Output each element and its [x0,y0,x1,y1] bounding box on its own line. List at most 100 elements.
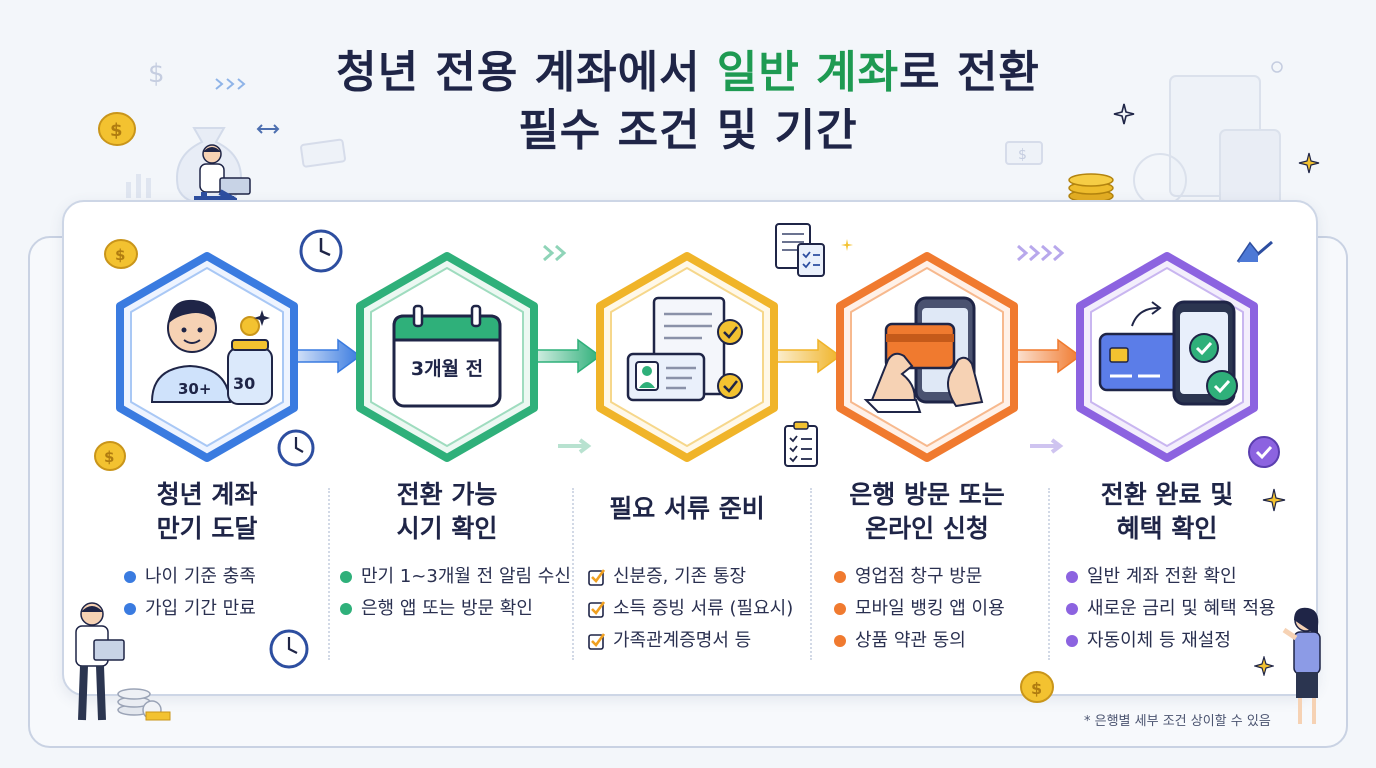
dollar-sign-icon: $ [148,59,165,88]
sparkle-icon [1113,103,1135,125]
bullet-dot [1066,571,1078,583]
bullet-text: 가입 기간 만료 [145,598,256,619]
swap-arrows-icon [256,124,280,134]
list-item: 일반 계좌 전환 확인 [1066,561,1276,593]
step-title-line: 온라인 신청 [865,514,989,543]
phone-and-card-icon [836,252,1018,462]
title-text: 청년 전용 계좌에서 [336,47,717,98]
svg-text:$: $ [148,59,165,88]
chevrons-icon [1017,244,1065,262]
step-title-line: 청년 계좌 [156,480,258,509]
bullet-dot [124,603,136,615]
sparkle-icon [1262,488,1286,512]
trend-arrow-icon [1236,240,1273,263]
step-4-hexagon [832,250,1022,464]
clock-icon [299,229,343,273]
step-title-line: 필요 서류 준비 [609,494,765,523]
list-item: 나이 기준 충족 [124,561,256,593]
clipboard-icon [775,223,825,277]
step-4-title: 은행 방문 또는 온라인 신청 [812,478,1042,546]
svg-text:$: $ [1018,147,1027,163]
bullet-text: 만기 1~3개월 전 알림 수신 [361,566,571,587]
clock-icon [269,629,309,669]
chevrons-icon [215,78,246,90]
bullet-text: 새로운 금리 및 혜택 적용 [1087,598,1276,619]
title-line-1: 청년 전용 계좌에서 일반 계좌로 전환 [0,44,1376,102]
step-1-hexagon: 30+ 30 [112,250,302,464]
banknote-icon [300,138,346,168]
coin-icon: $ [98,112,136,146]
checkbox-checked-icon [588,633,606,650]
title-text: 로 전환 [899,47,1040,98]
step-4-bullets: 영업점 창구 방문 모바일 뱅킹 앱 이용 상품 약관 동의 [834,561,1005,657]
step-title-line: 전환 가능 [396,480,498,509]
column-divider [1048,488,1050,660]
bullet-text: 자동이체 등 재설정 [1087,630,1231,651]
step-5-title: 전환 완료 및 혜택 확인 [1052,478,1282,546]
checklist-icon [784,421,818,467]
step-2-hexagon: 3개월 전 [352,250,542,464]
sparkle-icon [1254,656,1274,676]
column-divider [328,488,330,660]
clock-icon [277,429,315,467]
bullet-text: 은행 앱 또는 방문 확인 [361,598,533,619]
step-3-bullets: 신분증, 기존 통장 소득 증빙 서류 (필요시) 가족관계증명서 등 [588,561,793,657]
shirt-label: 30+ [178,380,212,398]
step-5-bullets: 일반 계좌 전환 확인 새로운 금리 및 혜택 적용 자동이체 등 재설정 [1066,561,1276,657]
arrow-right-icon [1030,438,1064,454]
column-divider [572,488,574,660]
bullet-text: 일반 계좌 전환 확인 [1087,566,1237,587]
list-item: 새로운 금리 및 혜택 적용 [1066,593,1276,625]
step-3-hexagon [592,250,782,464]
checkbox-checked-icon [588,601,606,618]
list-item: 가족관계증명서 등 [588,625,793,657]
checkbox-checked-icon [588,569,606,586]
bullet-text: 영업점 창구 방문 [855,566,983,587]
arrow-right-icon [558,438,592,454]
step-title-line: 전환 완료 및 [1100,480,1234,509]
coin-icon: $ [104,239,138,269]
list-item: 만기 1~3개월 전 알림 수신 [340,561,571,593]
bullet-dot [340,571,352,583]
bullet-dot [124,571,136,583]
bullet-dot [834,603,846,615]
step-1-bullets: 나이 기준 충족 가입 기간 만료 [124,561,256,625]
column-divider [810,488,812,660]
bullet-text: 신분증, 기존 통장 [613,566,747,587]
card-and-phone-check-icon [1076,252,1258,462]
dollar-bill-icon: $ [1005,141,1043,165]
check-badge-icon [1248,436,1280,468]
list-item: 영업점 창구 방문 [834,561,1005,593]
svg-text:$: $ [110,120,123,141]
person-waving-icon [1282,607,1321,724]
sparkle-icon [1298,152,1320,174]
person-with-savings-jar-icon [116,252,298,462]
list-item: 가입 기간 만료 [124,593,256,625]
sparkle-icon [841,239,853,251]
step-2-title: 전환 가능 시기 확인 [332,478,562,546]
step-title-line: 만기 도달 [156,514,258,543]
bullet-dot [834,635,846,647]
step-2-bullets: 만기 1~3개월 전 알림 수신 은행 앱 또는 방문 확인 [340,561,571,625]
list-item: 상품 약관 동의 [834,625,1005,657]
person-with-laptop-icon [75,602,171,721]
coin-icon: $ [94,441,126,471]
bullet-text: 가족관계증명서 등 [613,630,752,651]
step-1-title: 청년 계좌 만기 도달 [92,478,322,546]
coin-icon: $ [1020,671,1054,703]
page-title: 청년 전용 계좌에서 일반 계좌로 전환 필수 조건 및 기간 [0,44,1376,160]
list-item: 자동이체 등 재설정 [1066,625,1276,657]
bullet-text: 소득 증빙 서류 (필요시) [613,598,794,619]
bar-chart-icon [126,174,151,198]
step-title-line: 혜택 확인 [1116,514,1218,543]
bullet-dot [834,571,846,583]
list-item: 소득 증빙 서류 (필요시) [588,593,793,625]
coin-stack-icon [1068,173,1114,203]
circle-icon [1271,61,1283,73]
jar-label: 30 [233,374,256,393]
bullet-dot [1066,635,1078,647]
calendar-icon [356,252,538,462]
bullet-text: 나이 기준 충족 [145,566,256,587]
step-title-line: 은행 방문 또는 [849,480,1005,509]
chevrons-icon [543,244,567,262]
